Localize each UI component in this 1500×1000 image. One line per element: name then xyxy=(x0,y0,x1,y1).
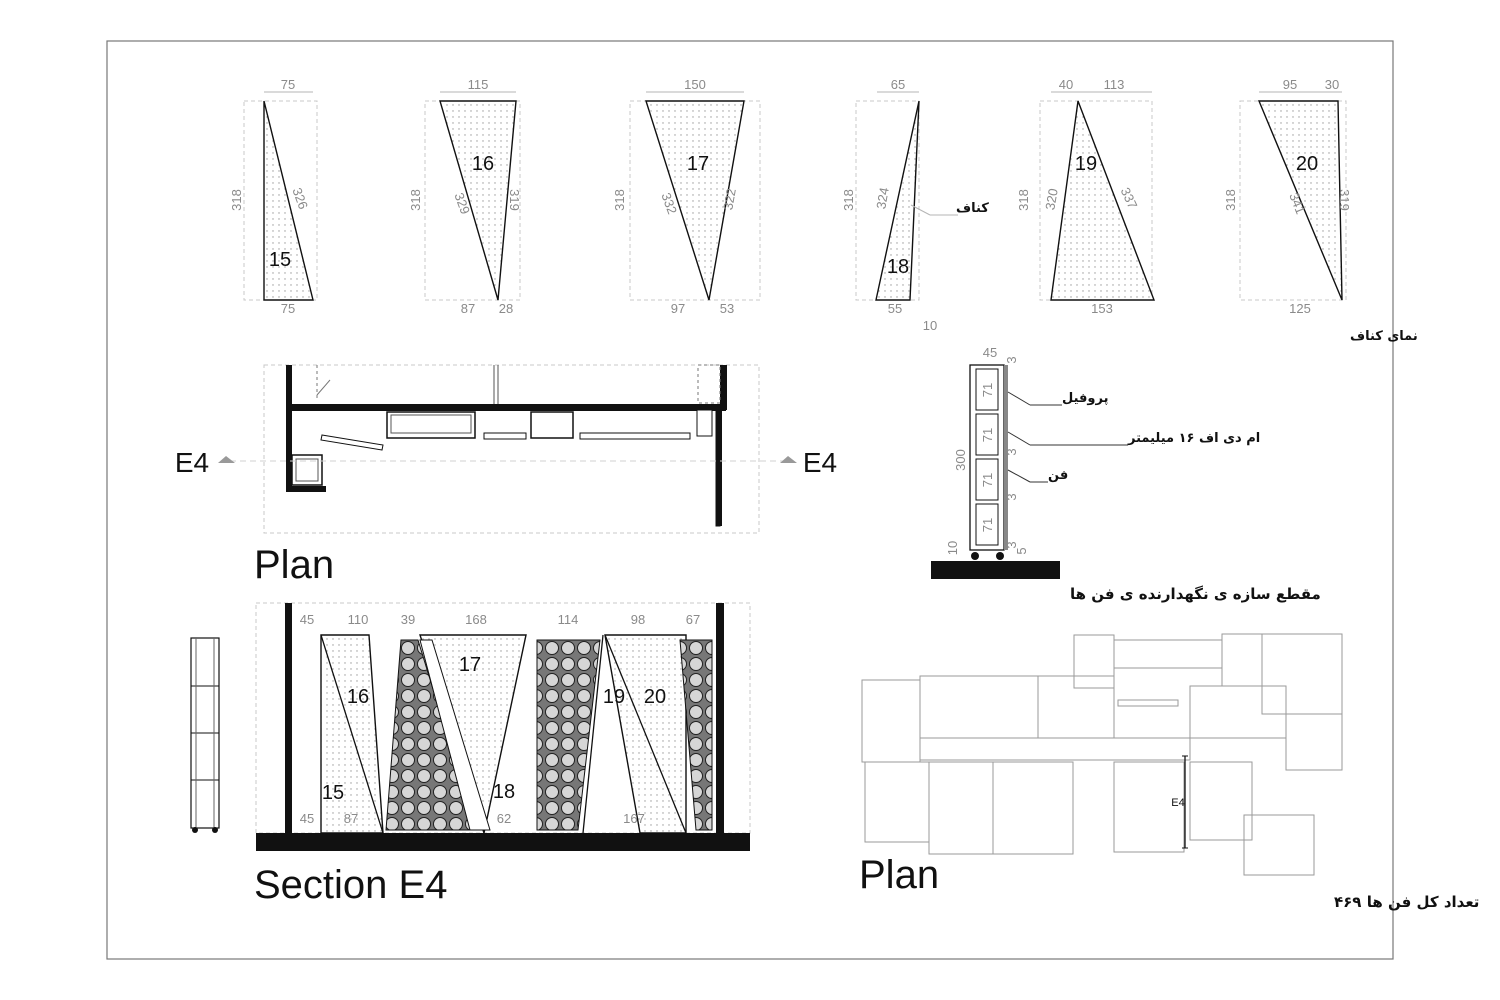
sheet-border xyxy=(106,40,1394,960)
site-plan: E4 Plan تعداد کل فن ها ۴۶۹ xyxy=(859,633,1479,911)
panel-17-height-dim: 318 xyxy=(612,189,627,211)
detail-cell-2: 71 xyxy=(980,428,995,442)
plan-marker-left: E4 xyxy=(175,447,209,478)
panel-18-bottom-dim-a: 55 xyxy=(888,301,902,316)
detail-caption: مقطع سازه ی نگهدارنده ی فن ها xyxy=(1070,585,1321,603)
panel-15-bottom-dim: 75 xyxy=(281,301,295,316)
panel-19-top-dim-a: 40 xyxy=(1059,77,1073,92)
panel-19-label: 19 xyxy=(1075,153,1097,175)
section-bottom-dim-4: 167 xyxy=(623,811,645,826)
section-label-18: 18 xyxy=(493,781,515,803)
section-bottom-dim-2: 87 xyxy=(344,811,358,826)
section-label-19: 19 xyxy=(603,686,625,708)
panel-18-note: کناف xyxy=(956,201,989,216)
site-plan-marker: E4 xyxy=(1171,797,1184,809)
panel-19-top-dim-b: 113 xyxy=(1104,77,1125,92)
elevation-caption: نمای کناف xyxy=(1350,329,1418,344)
panel-15-diag-dim: 326 xyxy=(289,186,311,212)
section-top-dim-4: 168 xyxy=(465,612,487,627)
panel-17-right-dim: 322 xyxy=(720,187,739,211)
panel-15-top-dim: 75 xyxy=(281,77,295,92)
panel-20-right-dim: 319 xyxy=(1337,189,1352,211)
panel-20: 95 30 318 341 319 20 125 xyxy=(1223,77,1352,316)
panel-18-diag-dim: 324 xyxy=(873,186,892,210)
panel-20-top-dim-a: 95 xyxy=(1283,77,1297,92)
panel-16-bottom-dim-a: 87 xyxy=(461,301,475,316)
panel-18-bottom-dim-b: 10 xyxy=(923,318,937,333)
detail-gap-4: 3 xyxy=(1004,541,1019,548)
section-top-dim-2: 110 xyxy=(348,612,369,627)
detail-gap-3: 3 xyxy=(1004,493,1019,500)
panel-16-label: 16 xyxy=(472,153,494,175)
detail-gap-2: 3 xyxy=(1004,448,1019,455)
detail-cell-1: 71 xyxy=(980,383,995,397)
panel-20-bottom-dim: 125 xyxy=(1289,301,1311,316)
panel-18-label: 18 xyxy=(887,256,909,278)
panel-16-bottom-dim-b: 28 xyxy=(499,301,513,316)
panel-16-top-dim: 115 xyxy=(468,77,489,92)
panel-16-diag-dim: 329 xyxy=(451,191,473,217)
detail-cell-3: 71 xyxy=(980,473,995,487)
detail-width-dim: 45 xyxy=(983,345,997,360)
section-label-15: 15 xyxy=(322,782,344,804)
panel-19-height-dim: 318 xyxy=(1016,189,1031,211)
panel-18: 65 318 324 کناف 18 55 10 xyxy=(841,77,989,333)
panel-19-right-dim: 337 xyxy=(1118,185,1141,211)
detail-label-profile: پروفیل xyxy=(1062,391,1108,406)
fan-count-caption: تعداد کل فن ها ۴۶۹ xyxy=(1334,893,1479,911)
panel-15-label: 15 xyxy=(269,249,291,271)
section-title: Section E4 xyxy=(254,863,447,907)
panel-20-label: 20 xyxy=(1296,153,1318,175)
site-plan-title: Plan xyxy=(859,853,939,897)
panel-19-bottom-dim: 153 xyxy=(1091,301,1113,316)
panel-17-diag-dim: 332 xyxy=(658,191,680,217)
panel-15-height-dim: 318 xyxy=(229,189,244,211)
panel-17: 150 318 332 322 17 97 53 xyxy=(612,77,761,316)
detail-cell-4: 71 xyxy=(980,518,995,532)
panel-16-height-dim: 318 xyxy=(408,189,423,211)
panel-15: 75 318 326 15 75 xyxy=(229,77,318,316)
section-bottom-dim-1: 45 xyxy=(300,811,314,826)
panel-20-top-dim-b: 30 xyxy=(1325,77,1339,92)
panel-17-bottom-dim-a: 97 xyxy=(671,301,685,316)
panel-16-right-dim: 319 xyxy=(507,189,522,211)
section-label-17: 17 xyxy=(459,654,481,676)
section-e4: 45 110 39 168 114 98 67 45 87 62 167 15 … xyxy=(190,602,751,907)
detail-label-mdf: ام دی اف ۱۶ میلیمتر xyxy=(1127,431,1260,446)
detail-gap-5: 5 xyxy=(1014,547,1029,554)
panel-19: 40 113 318 320 337 19 153 xyxy=(1016,77,1156,316)
section-bottom-dim-3: 62 xyxy=(497,811,511,826)
plan-marker-right: E4 xyxy=(803,447,837,478)
detail-height-dim: 300 xyxy=(953,449,968,471)
section-label-20: 20 xyxy=(644,686,666,708)
support-detail: 45 300 10 71 71 71 71 3 3 3 3 5 پروفیل ا… xyxy=(931,345,1321,603)
section-label-16: 16 xyxy=(347,686,369,708)
panel-19-diag-dim: 320 xyxy=(1042,187,1061,211)
panel-18-top-dim: 65 xyxy=(891,77,905,92)
detail-base-dim: 10 xyxy=(945,541,960,555)
section-top-dim-6: 98 xyxy=(631,612,645,627)
section-top-dim-5: 114 xyxy=(558,612,579,627)
panel-17-bottom-dim-b: 53 xyxy=(720,301,734,316)
detail-label-fan: فن xyxy=(1048,468,1068,483)
panel-16: 115 318 329 319 16 87 28 xyxy=(408,77,522,316)
section-top-dim-1: 45 xyxy=(300,612,314,627)
top-plan: E4 E4 Plan xyxy=(175,364,837,587)
panel-18-height-dim: 318 xyxy=(841,189,856,211)
panel-20-height-dim: 318 xyxy=(1223,189,1238,211)
panel-17-top-dim: 150 xyxy=(684,77,706,92)
section-top-dim-7: 67 xyxy=(686,612,700,627)
panel-17-label: 17 xyxy=(687,153,709,175)
top-plan-title: Plan xyxy=(254,543,334,587)
section-top-dim-3: 39 xyxy=(401,612,415,627)
detail-gap-1: 3 xyxy=(1004,356,1019,363)
